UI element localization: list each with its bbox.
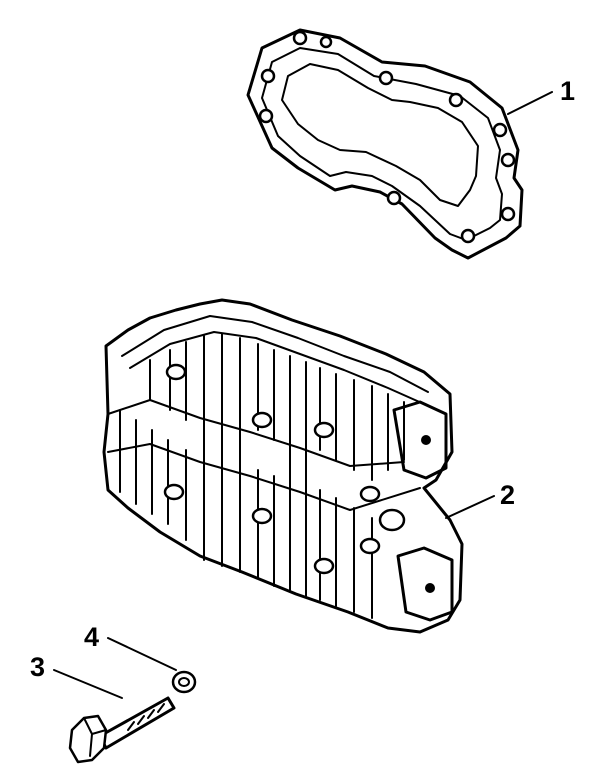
gasket-bolt-holes bbox=[258, 30, 516, 244]
head-gasket bbox=[246, 28, 524, 260]
cooling-fins bbox=[107, 315, 429, 619]
head-end-pads bbox=[392, 400, 454, 622]
callout-2: 2 bbox=[500, 480, 515, 510]
callout-3: 3 bbox=[30, 652, 45, 682]
cylinder-head bbox=[102, 298, 464, 634]
leader-line-3 bbox=[53, 669, 123, 699]
washer bbox=[171, 670, 197, 694]
callout-4: 4 bbox=[84, 622, 99, 652]
leader-lines bbox=[53, 91, 553, 699]
leader-line-2 bbox=[445, 495, 495, 519]
head-bolt-bosses bbox=[163, 363, 406, 575]
leader-line-4 bbox=[107, 637, 177, 671]
head-bolt bbox=[68, 696, 176, 764]
leader-line-1 bbox=[507, 91, 553, 115]
callout-1: 1 bbox=[560, 76, 575, 106]
